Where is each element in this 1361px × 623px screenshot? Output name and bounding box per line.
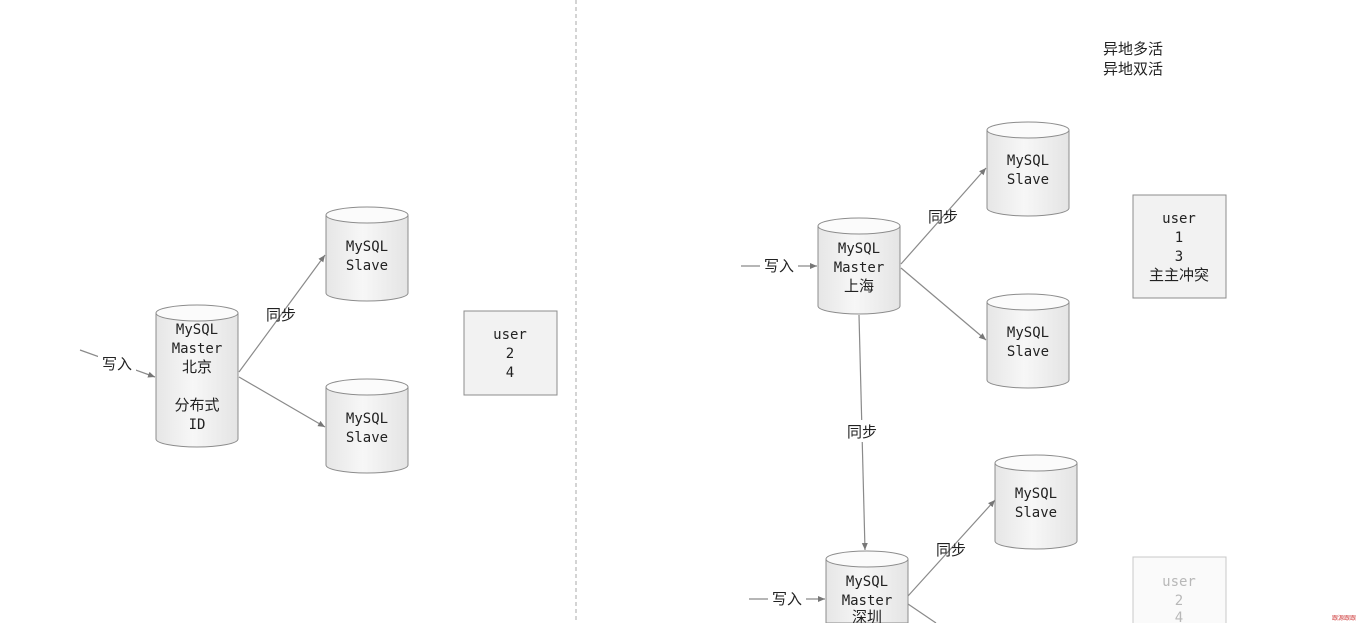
user-box-right-top-line3: 3 [1175,249,1183,265]
slave-sz-top-line2: Slave [1015,505,1057,521]
user-box-right-top-line1: user [1162,211,1196,227]
left-section: 写入 同步 MySQL Master 北京 分布式 ID MySQL Slave… [79,206,558,474]
user-box-left-line3: 4 [506,365,514,381]
slave-left-bottom-line1: MySQL [346,411,388,427]
mysql-slave-shanghai-bottom: MySQL Slave [986,293,1070,389]
user-box-left-line1: user [493,327,527,343]
slave-left-top-line2: Slave [346,258,388,274]
mysql-master-shanghai: MySQL Master 上海 [817,217,901,315]
slave-left-top-line1: MySQL [346,239,388,255]
master-beijing-line1: MySQL [176,322,218,338]
user-box-right-bottom-line2: 2 [1175,593,1183,609]
user-box-right-bottom-line1: user [1162,574,1196,590]
sync-label-shenzhen: 同步 [936,541,966,559]
user-box-right-top-line2: 1 [1175,230,1183,246]
user-box-left: user 2 4 [463,310,558,396]
mysql-slave-shenzhen-top: MySQL Slave [994,454,1078,550]
sync-label-beijing: 同步 [266,306,296,324]
write-label-shanghai: 写入 [764,257,794,275]
sync-arrow-shenzhen-top [907,499,996,597]
sync-arrow-beijing-top [238,254,326,373]
master-beijing-line5: ID [189,417,206,433]
sync-arrow-beijing-bottom [238,376,326,428]
slave-sz-top-line1: MySQL [1015,486,1057,502]
mysql-slave-left-bottom: MySQL Slave [325,378,409,474]
user-box-left-line2: 2 [506,346,514,362]
slave-sh-top-line1: MySQL [1007,153,1049,169]
mysql-slave-left-top: MySQL Slave [325,206,409,302]
slave-sh-bottom-line2: Slave [1007,344,1049,360]
master-shenzhen-line2: Master [842,593,893,609]
slave-sh-top-line2: Slave [1007,172,1049,188]
master-beijing-line3: 北京 [182,358,212,376]
mysql-master-shenzhen: MySQL Master 深圳 [825,550,909,623]
user-box-right-bottom: user 2 4 [1132,556,1227,623]
title-line2: 异地双活 [1103,60,1163,78]
mysql-master-beijing: MySQL Master 北京 分布式 ID [155,304,239,448]
master-shanghai-line3: 上海 [844,277,874,295]
user-box-right-bottom-line3: 4 [1175,610,1183,623]
watermark: 跟源跟跟 [1332,614,1356,622]
user-box-right-top-line4: 主主冲突 [1149,266,1209,284]
master-shenzhen-line3: 深圳 [852,608,882,623]
sync-label-between: 同步 [847,423,877,441]
master-shanghai-line1: MySQL [838,241,880,257]
master-shanghai-line2: Master [834,260,885,276]
write-label-beijing: 写入 [102,355,132,373]
slave-left-bottom-line2: Slave [346,430,388,446]
sync-label-shanghai: 同步 [928,208,958,226]
master-beijing-line2: Master [172,341,223,357]
write-label-shenzhen: 写入 [772,590,802,608]
sync-arrow-shenzhen-bottom [907,603,937,623]
user-box-right-top: user 1 3 主主冲突 [1132,194,1227,299]
title-line1: 异地多活 [1103,40,1163,58]
right-section: 异地多活 异地双活 写入 同步 同步 MySQL Master 上海 MySQL… [741,40,1356,623]
master-beijing-line4: 分布式 [174,396,219,414]
master-shenzhen-line1: MySQL [846,574,888,590]
slave-sh-bottom-line1: MySQL [1007,325,1049,341]
sync-arrow-shanghai-bottom [900,267,987,341]
mysql-slave-shanghai-top: MySQL Slave [986,121,1070,217]
sync-arrow-shanghai-top [900,167,987,265]
